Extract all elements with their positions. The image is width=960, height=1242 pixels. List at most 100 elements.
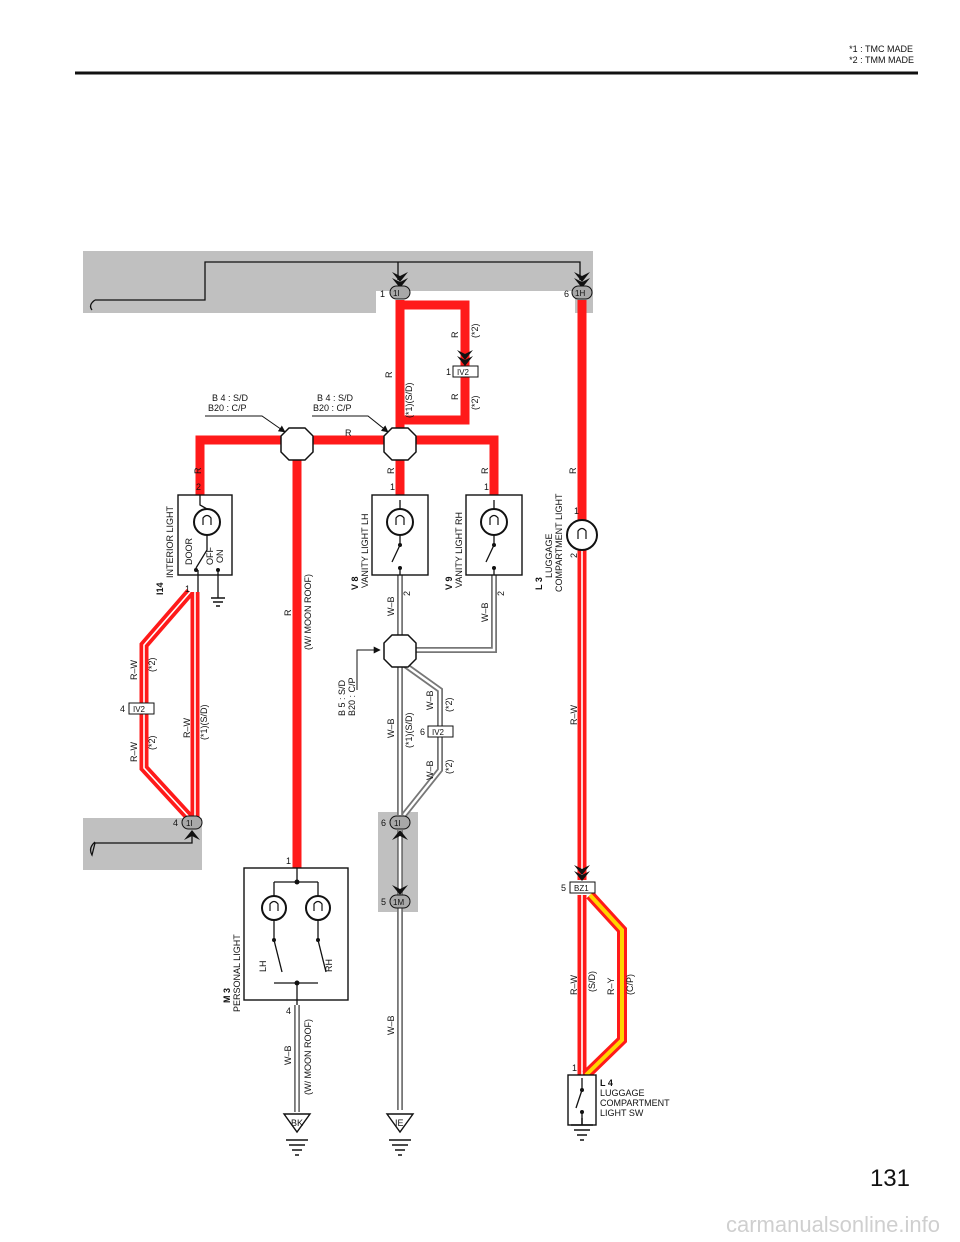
wire-rw-a: R–W	[129, 659, 139, 680]
ground-ie: IE	[395, 1118, 404, 1128]
l3-name1: LUGGAGE	[544, 533, 554, 578]
wire-wb-iv2a-note: (*2)	[444, 697, 454, 712]
wire-rw-a-note: (*2)	[147, 657, 157, 672]
wire-r-iv2-up: R	[450, 331, 460, 338]
wire-r-v9: R	[480, 467, 490, 474]
i14-on: ON	[215, 550, 225, 564]
v8-pin-top: 1	[390, 482, 395, 492]
ground-bk: BK	[291, 1118, 303, 1128]
l4-code: L 4	[600, 1078, 613, 1088]
wire-rw-c-note: (*1)(S/D)	[199, 704, 209, 740]
l4-pin: 1	[572, 1063, 577, 1073]
ground-triangles	[282, 1113, 415, 1134]
i14-pin-top: 2	[196, 482, 201, 492]
header-notes: *1 : TMC MADE *2 : TMM MADE	[849, 44, 914, 66]
bulbs	[193, 508, 598, 921]
i14-off: OFF	[205, 547, 215, 565]
wire-r-lug: R	[568, 467, 578, 474]
l4-name1: LUGGAGE	[600, 1088, 645, 1098]
iv2-mid-pin: 6	[420, 727, 425, 737]
v9-name: VANITY LIGHT RH	[454, 512, 464, 588]
wire-wb-iv2a: W–B	[425, 690, 435, 710]
wire-r-i14: R	[193, 467, 203, 474]
watermark: carmanualsonline.info	[725, 1212, 940, 1237]
switch-dots	[194, 543, 584, 1114]
wb-wires	[294, 575, 497, 1112]
ground-symbols	[211, 597, 593, 1156]
v8-pin-bot: 2	[402, 591, 412, 596]
v8-name: VANITY LIGHT LH	[360, 513, 370, 588]
m3-rh: RH	[324, 959, 334, 972]
wire-ry-l4: R–Y	[606, 977, 616, 995]
wire-wb-iv2b-note: (*2)	[444, 759, 454, 774]
wire-r-iv2-dn: R	[450, 393, 460, 400]
wire-r-v8: R	[386, 467, 396, 474]
junction-callouts	[205, 415, 389, 690]
i14-door: DOOR	[184, 537, 194, 565]
l3-pin-bot: 2	[569, 553, 579, 558]
m3-pin-bot: 4	[286, 1006, 291, 1016]
wire-r-iv2-up-note: (*2)	[470, 323, 480, 338]
wire-wb-v9: W–B	[480, 602, 490, 622]
j2-line1: B 4 : S/D	[317, 393, 354, 403]
junction-octagons	[280, 427, 417, 668]
iv2-left-id: IV2	[133, 705, 146, 714]
bz1-pin: 5	[561, 883, 566, 893]
v9-code: V 9	[444, 576, 454, 590]
wire-wb-j3: W–B	[386, 718, 396, 738]
c1I-top-pin: 1	[380, 289, 385, 299]
m3-pin-top: 1	[286, 856, 291, 866]
wire-r-top1: R	[384, 371, 394, 378]
c1H-id: 1H	[575, 289, 585, 298]
iv2-left-pin: 4	[120, 704, 125, 714]
v9-pin-bot: 2	[496, 591, 506, 596]
gray-panels	[83, 251, 593, 912]
j1-line1: B 4 : S/D	[212, 393, 249, 403]
v9-pin-top: 1	[484, 482, 489, 492]
m3-code: M 3	[222, 988, 232, 1003]
m3-name: PERSONAL LIGHT	[232, 934, 242, 1012]
c1I-mid-pin: 6	[381, 818, 386, 828]
wire-wb-j3-note: (*1)(S/D)	[404, 712, 414, 748]
c1M-pin: 5	[381, 897, 386, 907]
c1I-mid-id: 1I	[394, 819, 401, 828]
wire-wb-bk: W–B	[283, 1045, 293, 1065]
j2-line2: B20 : C/P	[313, 403, 352, 413]
wire-r-bus: R	[345, 428, 352, 438]
header-note-1: *1 : TMC MADE	[849, 44, 913, 54]
wire-rw-lug: R–W	[569, 704, 579, 725]
l3-pin-top: 1	[574, 506, 579, 516]
wire-rw-b-note: (*2)	[147, 735, 157, 750]
page-number: 131	[869, 1165, 910, 1192]
connector-ovals	[128, 285, 596, 909]
wire-wb-ie: W–B	[386, 1015, 396, 1035]
l4-name2: COMPARTMENT	[600, 1098, 670, 1108]
j3-line2: B20 : C/P	[347, 677, 357, 716]
i14-name: INTERIOR LIGHT	[165, 505, 175, 578]
wire-wb-bk-note: (W/ MOON ROOF)	[303, 1019, 313, 1095]
diagram-labels: 1 1I 6 1H 1 IV2 4 IV2 6 IV2 4 1I 6 1I 5 …	[120, 289, 670, 1128]
wire-wb-iv2b: W–B	[425, 760, 435, 780]
iv2-top-id: IV2	[457, 368, 470, 377]
j3-line1: B 5 : S/D	[337, 679, 347, 716]
j1-line2: B20 : C/P	[208, 403, 247, 413]
red-wires	[139, 300, 627, 1079]
wire-r-mroof: R	[283, 609, 293, 616]
wire-r-iv2-dn-note: (*2)	[470, 395, 480, 410]
c1M-id: 1M	[393, 898, 404, 907]
l3-code: L 3	[534, 577, 544, 590]
wire-r-top1-note: (*1)(S/D)	[404, 382, 414, 418]
bz1-id: BZ1	[574, 884, 589, 893]
wire-rw-l4: R–W	[569, 974, 579, 995]
wire-rw-c: R–W	[182, 717, 192, 738]
m3-lh: LH	[258, 960, 268, 972]
iv2-top-pin: 1	[446, 367, 451, 377]
c1I-top-id: 1I	[393, 289, 400, 298]
header-note-2: *2 : TMM MADE	[849, 55, 914, 65]
l3-name2: COMPARTMENT LIGHT	[554, 493, 564, 592]
connector-arrows	[184, 272, 590, 895]
wire-wb-v8: W–B	[386, 596, 396, 616]
c1I-left-id: 1I	[186, 819, 193, 828]
wire-rw-l4-note: (S/D)	[587, 971, 597, 992]
